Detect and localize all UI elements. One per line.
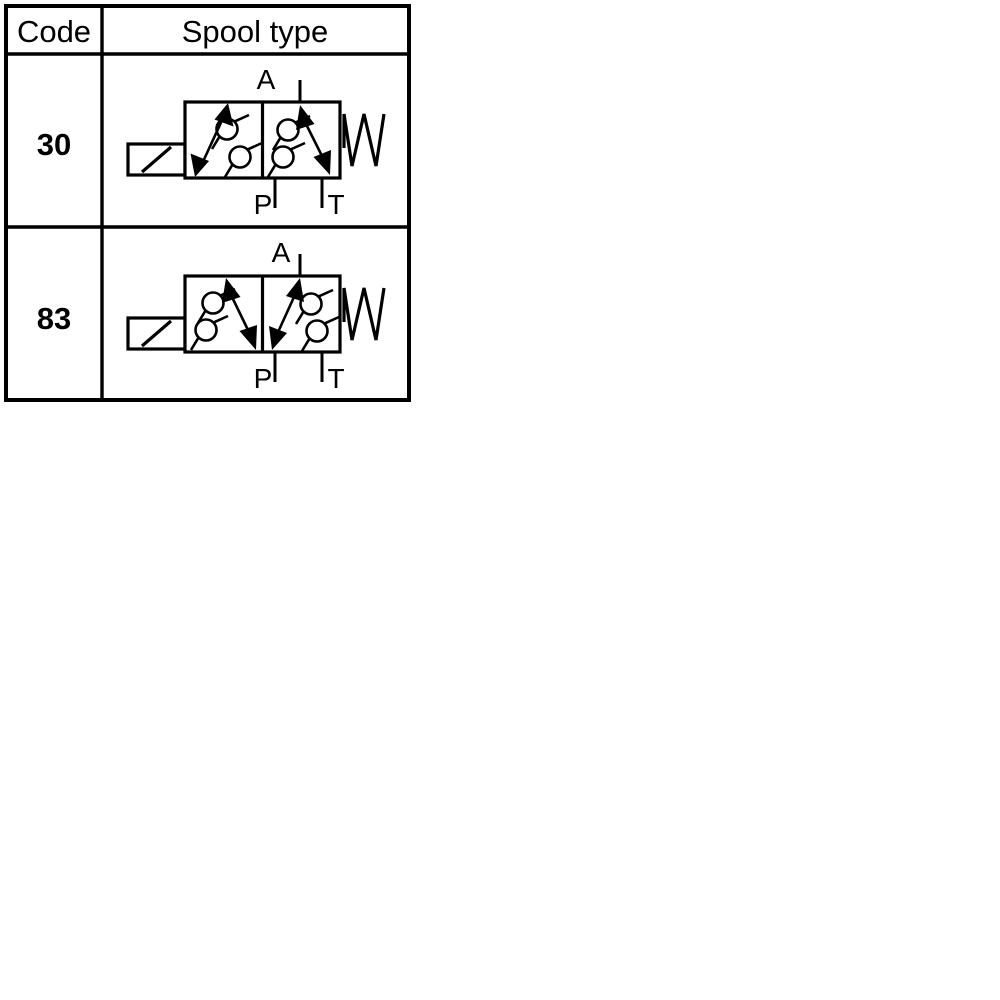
row-code-value: 83 — [37, 301, 71, 336]
solenoid-actuator-icon — [126, 316, 187, 351]
valve-symbol-83: A P T — [126, 237, 386, 394]
port-label-p: P — [254, 363, 273, 394]
valve-symbol-30: A P T — [126, 64, 386, 220]
table-row: 30 — [37, 64, 386, 220]
table-header-row: Code Spool type — [17, 14, 328, 49]
port-label-t: T — [327, 363, 344, 394]
flow-arrow-right-box — [269, 278, 304, 350]
port-label-a: A — [272, 237, 291, 268]
spring-return-icon — [342, 286, 386, 342]
table-frame — [4, 4, 411, 402]
solenoid-actuator-icon — [126, 142, 187, 177]
header-spool-type: Spool type — [182, 14, 329, 49]
port-lines — [273, 80, 324, 208]
spool-type-table: Code Spool type 30 — [0, 0, 420, 420]
port-label-a: A — [257, 64, 276, 95]
header-code: Code — [17, 14, 91, 49]
row-code-value: 30 — [37, 127, 71, 162]
table-row: 83 — [37, 237, 386, 394]
spring-return-icon — [342, 112, 386, 168]
port-label-t: T — [327, 189, 344, 220]
port-label-p: P — [254, 189, 273, 220]
spool-position-boxes — [183, 100, 342, 180]
port-lines — [273, 254, 324, 382]
